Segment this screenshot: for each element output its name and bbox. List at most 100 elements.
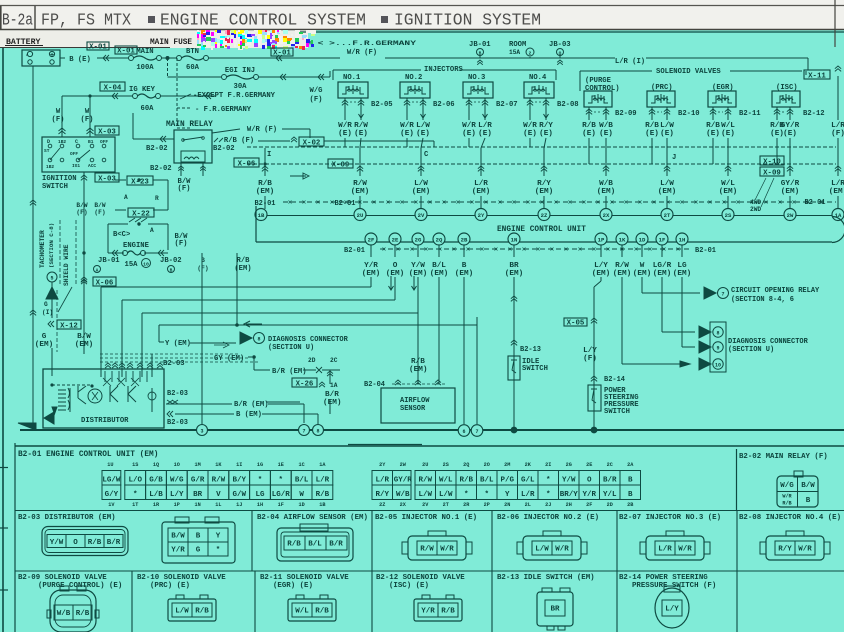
svg-text:+: + xyxy=(50,52,54,60)
svg-text:(F): (F) xyxy=(178,185,191,193)
svg-text:NO.1: NO.1 xyxy=(343,74,361,82)
svg-text:Q: Q xyxy=(559,51,562,57)
svg-text:G/B: G/B xyxy=(149,477,163,485)
svg-text:X-01: X-01 xyxy=(117,48,135,56)
svg-text:-: - xyxy=(25,52,29,60)
svg-text:W/R: W/R xyxy=(678,546,692,554)
svg-text:R: R xyxy=(155,195,159,202)
svg-text:B (E): B (E) xyxy=(69,56,91,64)
svg-text:1V: 1V xyxy=(108,502,115,508)
svg-text:2L: 2L xyxy=(525,502,531,508)
svg-text:B2-14: B2-14 xyxy=(604,376,625,384)
svg-text:V: V xyxy=(216,491,221,499)
svg-text:B2-13: B2-13 xyxy=(520,346,541,354)
svg-text:GY (EM): GY (EM) xyxy=(214,355,244,363)
svg-text:5: 5 xyxy=(50,276,53,282)
svg-text:(EM): (EM) xyxy=(234,265,251,273)
svg-text:R/W: R/W xyxy=(354,122,368,130)
svg-text:AIRFLOW: AIRFLOW xyxy=(400,397,430,405)
svg-text:B: B xyxy=(628,477,633,485)
svg-text:2N: 2N xyxy=(504,502,510,508)
svg-text:(EM): (EM) xyxy=(597,188,615,196)
svg-text:B2-10 SOLENOID VALVE: B2-10 SOLENOID VALVE xyxy=(137,574,226,582)
svg-text:2A: 2A xyxy=(627,462,634,468)
svg-text:JB-02: JB-02 xyxy=(160,257,182,265)
svg-text:(E): (E) xyxy=(539,130,553,138)
svg-text:L/R: L/R xyxy=(478,122,492,130)
svg-text:(EM): (EM) xyxy=(256,188,274,196)
svg-text:1G: 1G xyxy=(257,462,263,468)
svg-text:R/B (F): R/B (F) xyxy=(224,137,254,145)
svg-text:G: G xyxy=(44,301,48,308)
svg-text:1N: 1N xyxy=(194,502,200,508)
svg-text:(SECTION U): (SECTION U) xyxy=(268,344,314,352)
svg-text:X-03: X-03 xyxy=(98,176,116,184)
svg-text:2F: 2F xyxy=(368,236,375,243)
svg-text:R/W: R/W xyxy=(353,180,367,188)
svg-text:1K: 1K xyxy=(619,236,626,243)
svg-text:(E): (E) xyxy=(400,130,414,138)
svg-text:Y: Y xyxy=(505,491,510,499)
svg-text:(EM): (EM) xyxy=(505,270,523,278)
svg-text:B1: B1 xyxy=(88,139,94,145)
svg-text:(E): (E) xyxy=(599,130,613,138)
svg-text:CONTROL): CONTROL) xyxy=(585,85,620,93)
svg-text:(E): (E) xyxy=(478,130,492,138)
svg-text:B/R (EM): B/R (EM) xyxy=(272,368,307,376)
svg-text:(EM): (EM) xyxy=(592,270,610,278)
svg-text:DIAGNOSIS CONNECTOR: DIAGNOSIS CONNECTOR xyxy=(728,338,809,346)
svg-text:Y (EM): Y (EM) xyxy=(165,340,191,348)
svg-text:B2 01: B2 01 xyxy=(804,199,825,207)
svg-text:R/Y: R/Y xyxy=(778,546,792,554)
svg-text:L/R: L/R xyxy=(521,491,535,499)
svg-text:L/Y: L/Y xyxy=(665,606,679,614)
svg-text:2Z: 2Z xyxy=(541,212,548,219)
svg-text:C: C xyxy=(75,139,78,145)
svg-text:2C: 2C xyxy=(607,462,613,468)
svg-text:(PRC) (E): (PRC) (E) xyxy=(150,582,190,590)
svg-text:(EM): (EM) xyxy=(351,188,369,196)
svg-text:(EM): (EM) xyxy=(412,188,430,196)
svg-text:(EM): (EM) xyxy=(719,188,737,196)
svg-text:R/B: R/B xyxy=(770,122,784,130)
svg-text:SENSOR: SENSOR xyxy=(400,405,426,413)
svg-text:X-10: X-10 xyxy=(763,159,781,167)
svg-text:2T: 2T xyxy=(664,212,671,219)
svg-text:B2-07 INJECTOR NO.3 (E): B2-07 INJECTOR NO.3 (E) xyxy=(619,514,721,522)
svg-text:X-06: X-06 xyxy=(96,280,114,288)
svg-text:W/R: W/R xyxy=(523,122,537,130)
svg-text:B2-06: B2-06 xyxy=(433,101,455,109)
svg-text:2: 2 xyxy=(529,51,532,57)
svg-text:L/R: L/R xyxy=(831,180,844,188)
svg-text:EGI INJ: EGI INJ xyxy=(225,67,255,75)
svg-text:SWITCH: SWITCH xyxy=(604,408,630,416)
svg-text:2Q: 2Q xyxy=(463,462,469,468)
svg-text:R/B: R/B xyxy=(237,257,251,265)
svg-text:ENGINE CONTROL UNIT: ENGINE CONTROL UNIT xyxy=(497,226,586,234)
svg-text:R/B: R/B xyxy=(76,610,90,618)
svg-text:LG: LG xyxy=(255,491,265,499)
svg-text:B2-01: B2-01 xyxy=(334,200,355,208)
svg-text:G: G xyxy=(196,547,201,555)
svg-text:X-22: X-22 xyxy=(132,211,150,219)
svg-text:ENGINE CONTROL SYSTEM: ENGINE CONTROL SYSTEM xyxy=(160,11,366,30)
svg-text:(F): (F) xyxy=(52,116,65,124)
svg-text:(E): (E) xyxy=(660,130,674,138)
svg-text:A: A xyxy=(96,268,99,274)
svg-text:*: * xyxy=(484,491,489,499)
svg-text:B/L: B/L xyxy=(295,477,309,485)
svg-text:B2-07: B2-07 xyxy=(496,101,518,109)
svg-text:STEERING: STEERING xyxy=(604,394,639,402)
svg-text:IG KEY: IG KEY xyxy=(129,86,156,94)
svg-text:SOLENOID VALVES: SOLENOID VALVES xyxy=(656,68,721,76)
svg-text:W: W xyxy=(56,108,61,116)
svg-text:ROOM: ROOM xyxy=(509,41,526,49)
svg-text:-EXCEPT F.R.GERMANY: -EXCEPT F.R.GERMANY xyxy=(193,92,276,100)
svg-text:B/W: B/W xyxy=(175,233,189,241)
svg-text:B2-02: B2-02 xyxy=(150,165,172,173)
svg-text:B/R: B/R xyxy=(603,477,617,485)
svg-text:O: O xyxy=(587,477,592,485)
svg-text:G/W: G/W xyxy=(232,491,246,499)
svg-text:(E): (E) xyxy=(770,130,784,138)
svg-text:O: O xyxy=(393,262,398,270)
